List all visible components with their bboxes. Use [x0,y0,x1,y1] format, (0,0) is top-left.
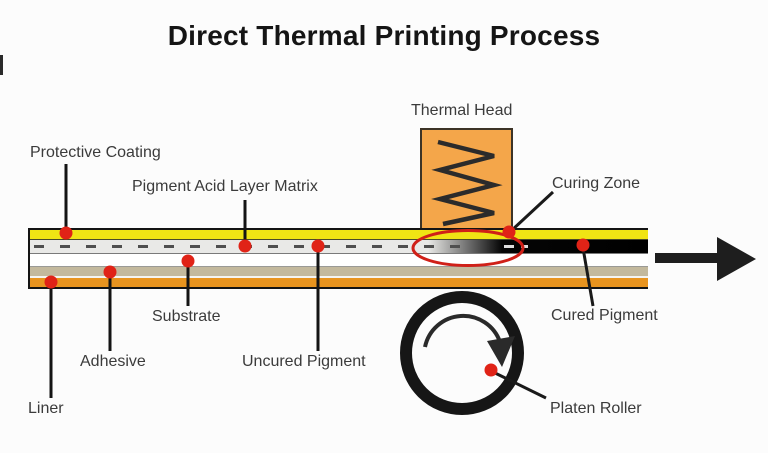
platen-roller-circle [400,291,524,415]
label-protective-coating: Protective Coating [30,144,161,161]
label-curing-zone: Curing Zone [552,175,641,192]
label-pigment-acid-layer-matrix: Pigment Acid Layer Matrix [132,178,318,195]
layer-divider [30,266,648,267]
layer-divider [30,239,648,240]
thermal-head-box [420,128,513,230]
pigment-dash-pattern [504,245,514,248]
zigzag-line [431,139,503,227]
pigment-dash-pattern [34,245,476,248]
label-cured-pigment: Cured Pigment [551,307,658,324]
label-thermal-head: Thermal Head [411,102,513,119]
pigment-dash-pattern [521,245,528,248]
adhesive-layer [30,267,648,276]
label-adhesive: Adhesive [80,353,146,370]
media-strip [28,228,648,289]
protective-coating-layer [30,230,648,239]
layer-divider [30,253,648,254]
platen-roller-rotation-arrowhead [487,336,515,367]
layer-divider [30,276,648,278]
substrate-layer [30,254,648,266]
diagram-title: Direct Thermal Printing Process [167,20,601,51]
label-substrate: Substrate [152,308,221,325]
left-edge-artifact [0,55,3,75]
label-platen-roller: Platen Roller [550,400,642,417]
label-liner: Liner [28,400,64,417]
liner-layer [30,278,648,287]
pigment-acid-layer [30,240,648,253]
heater-zigzag-icon [431,139,503,227]
label-uncured-pigment: Uncured Pigment [242,353,366,370]
platen-roller-rotation-arc [423,313,502,348]
